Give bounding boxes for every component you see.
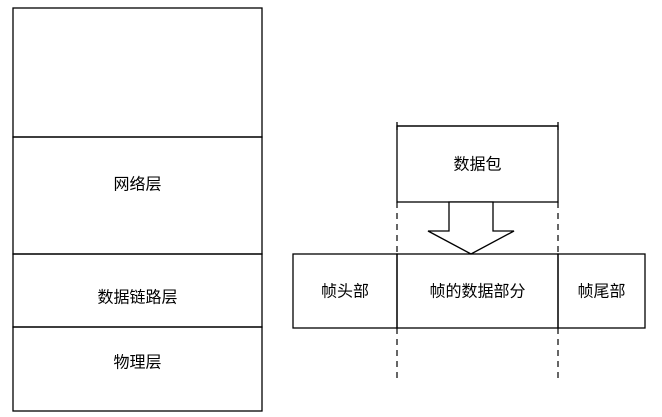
layer-physical-box	[12, 326, 263, 412]
frame-data-label: 帧的数据部分	[429, 282, 525, 301]
frame-trailer-box	[557, 253, 646, 329]
frame-trailer-label: 帧尾部	[577, 282, 625, 301]
layer-physical-label: 物理层	[113, 353, 161, 372]
layer-stack	[12, 7, 263, 412]
layer-top-box	[12, 7, 263, 138]
guide-lines	[396, 202, 559, 380]
layer-network-box	[12, 136, 263, 255]
packet-label: 数据包	[453, 155, 501, 174]
layer-network-label: 网络层	[113, 175, 161, 194]
frame-header-label: 帧头部	[321, 282, 369, 301]
down-arrow-icon	[427, 201, 515, 255]
frame-group	[292, 253, 646, 329]
layer-datalink-label: 数据链路层	[97, 288, 177, 307]
